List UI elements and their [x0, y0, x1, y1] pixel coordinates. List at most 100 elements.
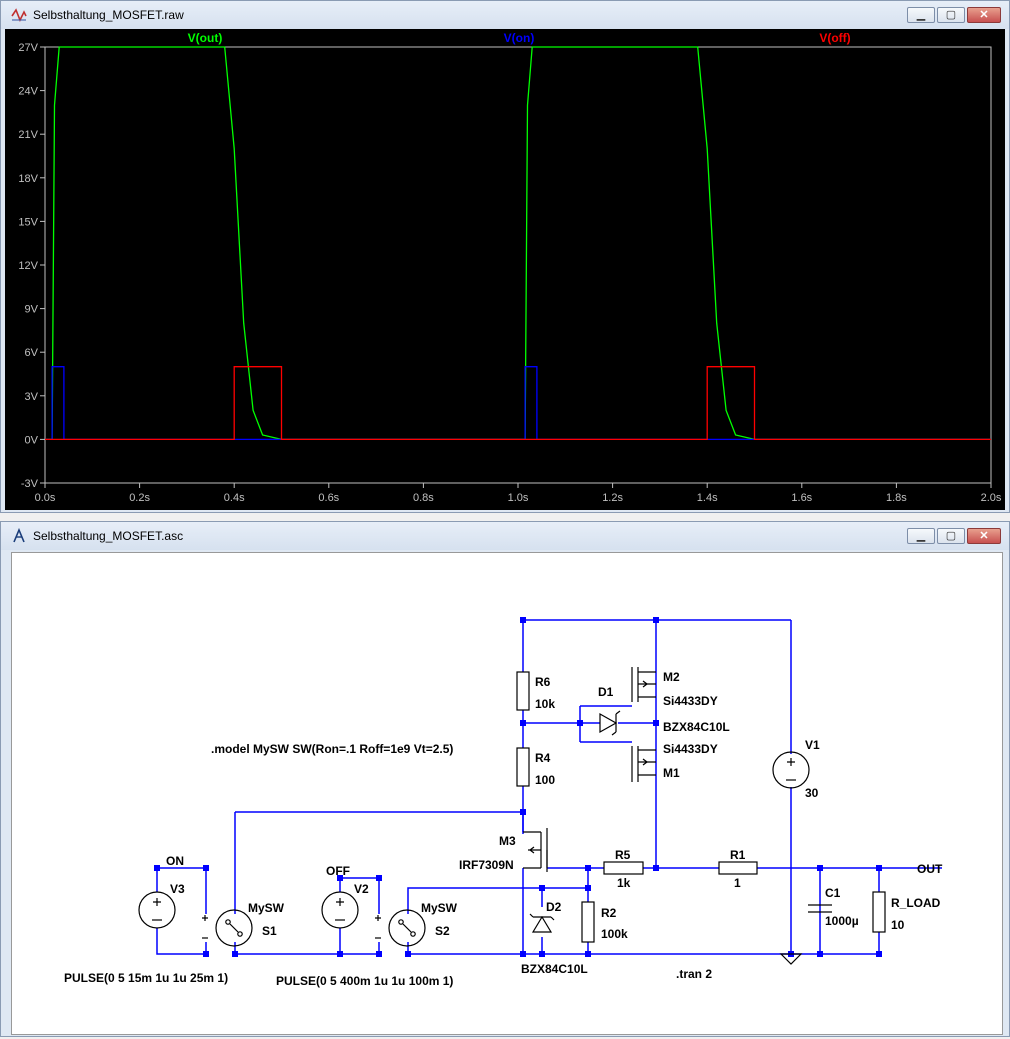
close-button[interactable]: ✕ [967, 7, 1001, 23]
s2-name: S2 [435, 924, 450, 938]
y-tick-label: 24V [18, 86, 38, 98]
switch-s1-symbol[interactable] [202, 909, 253, 947]
y-tick-label: 0V [25, 434, 39, 446]
c1-value: 1000µ [825, 914, 859, 928]
minimize-button[interactable]: ▁ [907, 7, 935, 23]
x-tick-label: 0.4s [224, 492, 245, 504]
labels: R6 10k R4 100 D1 BZX84C10L M2 Si4433DY S… [64, 670, 943, 988]
schematic-drawing[interactable]: R6 10k R4 100 D1 BZX84C10L M2 Si4433DY S… [12, 553, 1002, 1034]
r6-value: 10k [535, 697, 555, 711]
maximize-button[interactable]: ▢ [937, 528, 965, 544]
m3-value: IRF7309N [459, 858, 514, 872]
voltage-source-v1-symbol[interactable] [772, 751, 810, 789]
m2-name: M2 [663, 670, 680, 684]
zener-diode-d2-symbol[interactable] [529, 913, 555, 933]
resistor-r1-symbol[interactable] [718, 861, 758, 875]
off-label: OFF [326, 864, 350, 878]
schematic-window: Selbsthaltung_MOSFET.asc ▁ ▢ ✕ [0, 521, 1010, 1037]
minimize-button[interactable]: ▁ [907, 528, 935, 544]
v1-value: 30 [805, 786, 819, 800]
waveform-titlebar[interactable]: Selbsthaltung_MOSFET.raw ▁ ▢ ✕ [1, 1, 1009, 29]
mosfet-m1-symbol[interactable] [631, 746, 656, 782]
junctions [154, 617, 882, 957]
d2-value: BZX84C10L [521, 962, 588, 976]
x-tick-label: 0.8s [413, 492, 434, 504]
c1-name: C1 [825, 886, 841, 900]
waveform-app-icon [11, 8, 27, 22]
v1-name: V1 [805, 738, 820, 752]
ground-symbol [779, 953, 803, 965]
x-tick-label: 0.6s [318, 492, 339, 504]
x-tick-label: 1.2s [602, 492, 623, 504]
capacitor-c1-symbol[interactable] [808, 904, 832, 913]
legend-voff[interactable]: V(off) [819, 31, 850, 45]
r6-name: R6 [535, 675, 551, 689]
r4-name: R4 [535, 751, 551, 765]
x-tick-label: 0.0s [35, 492, 56, 504]
d2-name: D2 [546, 900, 562, 914]
r2-name: R2 [601, 906, 617, 920]
y-tick-label: -3V [21, 478, 39, 490]
schematic-app-icon [13, 528, 25, 543]
legend-von[interactable]: V(on) [504, 31, 535, 45]
d1-value: BZX84C10L [663, 720, 730, 734]
y-tick-label: 15V [18, 216, 38, 228]
y-tick-label: 21V [18, 129, 38, 141]
m3-name: M3 [499, 834, 516, 848]
schematic-canvas[interactable]: R6 10k R4 100 D1 BZX84C10L M2 Si4433DY S… [11, 552, 1003, 1035]
legend-vout[interactable]: V(out) [188, 31, 223, 45]
schematic-titlebar[interactable]: Selbsthaltung_MOSFET.asc ▁ ▢ ✕ [1, 522, 1009, 550]
resistor-rload-symbol[interactable] [872, 891, 886, 933]
v3-pulse[interactable]: PULSE(0 5 15m 1u 1u 25m 1) [64, 971, 228, 985]
m1-value: Si4433DY [663, 742, 718, 756]
tran-directive[interactable]: .tran 2 [676, 967, 712, 981]
rload-name: R_LOAD [891, 896, 941, 910]
s1-model: MySW [248, 901, 285, 915]
y-tick-label: 3V [25, 391, 39, 403]
resistor-r6-symbol[interactable] [516, 671, 530, 711]
waveform-window-title: Selbsthaltung_MOSFET.raw [33, 8, 184, 22]
schematic-window-title: Selbsthaltung_MOSFET.asc [33, 529, 184, 543]
rload-value: 10 [891, 918, 905, 932]
v2-pulse[interactable]: PULSE(0 5 400m 1u 1u 100m 1) [276, 974, 453, 988]
m2-value: Si4433DY [663, 694, 718, 708]
y-tick-label: 27V [18, 42, 38, 54]
r2-value: 100k [601, 927, 628, 941]
on-label: ON [166, 854, 184, 868]
r4-value: 100 [535, 773, 555, 787]
x-tick-label: 1.0s [508, 492, 529, 504]
series-line-voff[interactable] [45, 366, 991, 441]
d1-name: D1 [598, 685, 614, 699]
resistor-r5-symbol[interactable] [603, 861, 644, 875]
mosfet-m3-symbol[interactable] [523, 828, 548, 872]
r1-name: R1 [730, 848, 746, 862]
s2-model: MySW [421, 901, 458, 915]
voltage-source-v2-symbol[interactable] [321, 891, 359, 929]
y-tick-label: 18V [18, 173, 38, 185]
out-label: OUT [917, 862, 943, 876]
resistor-r4-symbol[interactable] [516, 747, 530, 787]
s1-name: S1 [262, 924, 277, 938]
x-tick-label: 0.2s [129, 492, 150, 504]
y-tick-label: 6V [25, 347, 39, 359]
components [138, 667, 886, 965]
x-tick-label: 1.6s [791, 492, 812, 504]
mosfet-m2-symbol[interactable] [631, 667, 656, 702]
m1-name: M1 [663, 766, 680, 780]
v2-name: V2 [354, 882, 369, 896]
y-tick-label: 12V [18, 260, 38, 272]
close-button[interactable]: ✕ [967, 528, 1001, 544]
r5-name: R5 [615, 848, 631, 862]
zener-diode-d1-symbol[interactable] [599, 710, 621, 736]
v3-name: V3 [170, 882, 185, 896]
switch-s2-symbol[interactable] [375, 909, 426, 947]
model-directive[interactable]: .model MySW SW(Ron=.1 Roff=1e9 Vt=2.5) [211, 742, 453, 756]
maximize-button[interactable]: ▢ [937, 7, 965, 23]
voltage-source-v3-symbol[interactable] [138, 891, 176, 929]
resistor-r2-symbol[interactable] [581, 901, 595, 943]
x-tick-label: 1.8s [886, 492, 907, 504]
x-tick-label: 2.0s [981, 492, 1002, 504]
waveform-window: Selbsthaltung_MOSFET.raw ▁ ▢ ✕ 27V 24V 21V… [0, 0, 1010, 513]
